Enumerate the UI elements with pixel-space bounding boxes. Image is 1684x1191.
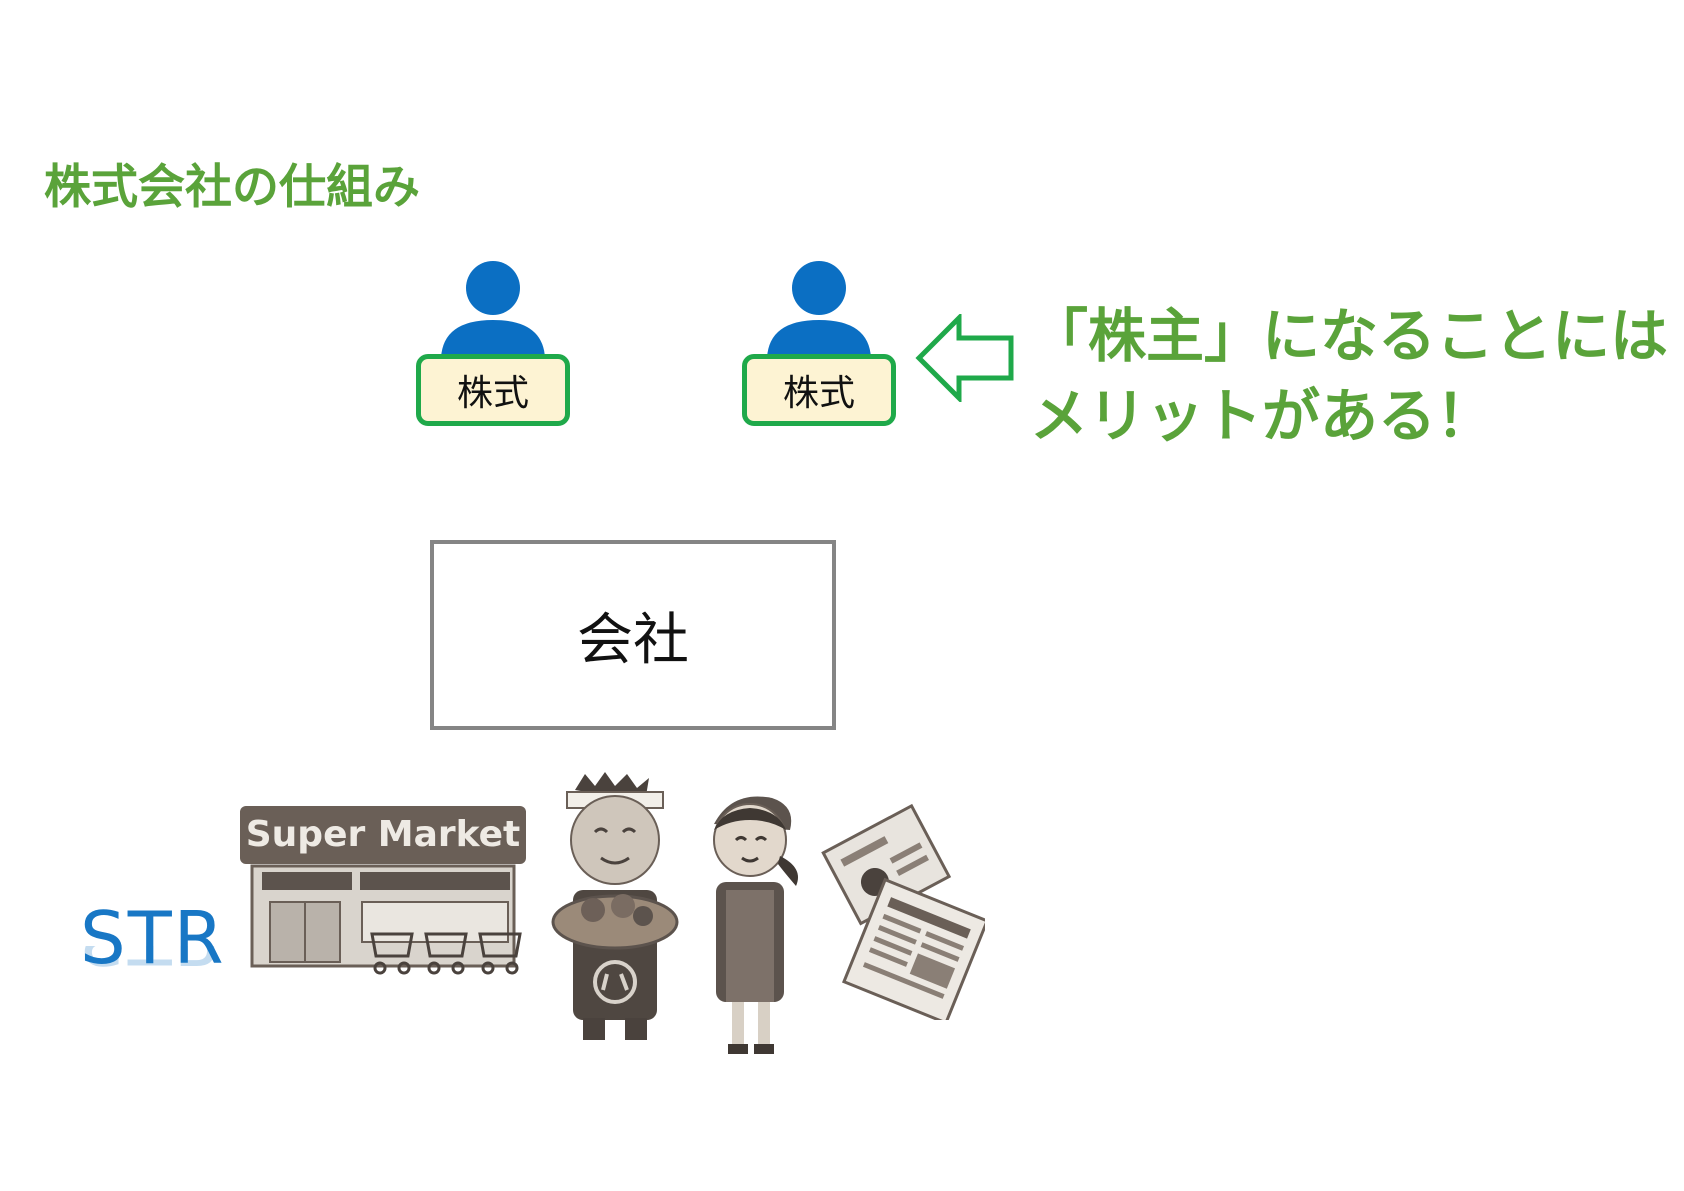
stock-badge-label: 株式 <box>783 364 855 416</box>
merit-note-line-2: メリットがある！ <box>1030 376 1668 456</box>
stock-badge: 株式 <box>416 354 570 426</box>
supermarket-sign: Super Market <box>240 806 526 864</box>
company-box: 会社 <box>430 540 836 730</box>
stock-badge-label: 株式 <box>457 364 529 416</box>
shopping-cart-icon <box>366 920 536 980</box>
shopkeeper-illustration <box>545 770 685 1050</box>
page-title: 株式会社の仕組み <box>44 162 420 214</box>
shareholder-1: 株式 <box>416 258 570 436</box>
shareholder-2: 株式 <box>742 258 896 436</box>
company-label: 会社 <box>577 595 689 676</box>
str-label-reflection: STR <box>80 946 226 974</box>
staff-illustration <box>692 790 812 1060</box>
left-arrow-icon <box>915 314 1015 402</box>
stock-badge: 株式 <box>742 354 896 426</box>
newspaper-flyers-illustration <box>815 800 985 1020</box>
merit-note: 「株主」になることには メリットがある！ <box>1030 296 1668 456</box>
merit-note-line-1: 「株主」になることには <box>1030 296 1668 376</box>
